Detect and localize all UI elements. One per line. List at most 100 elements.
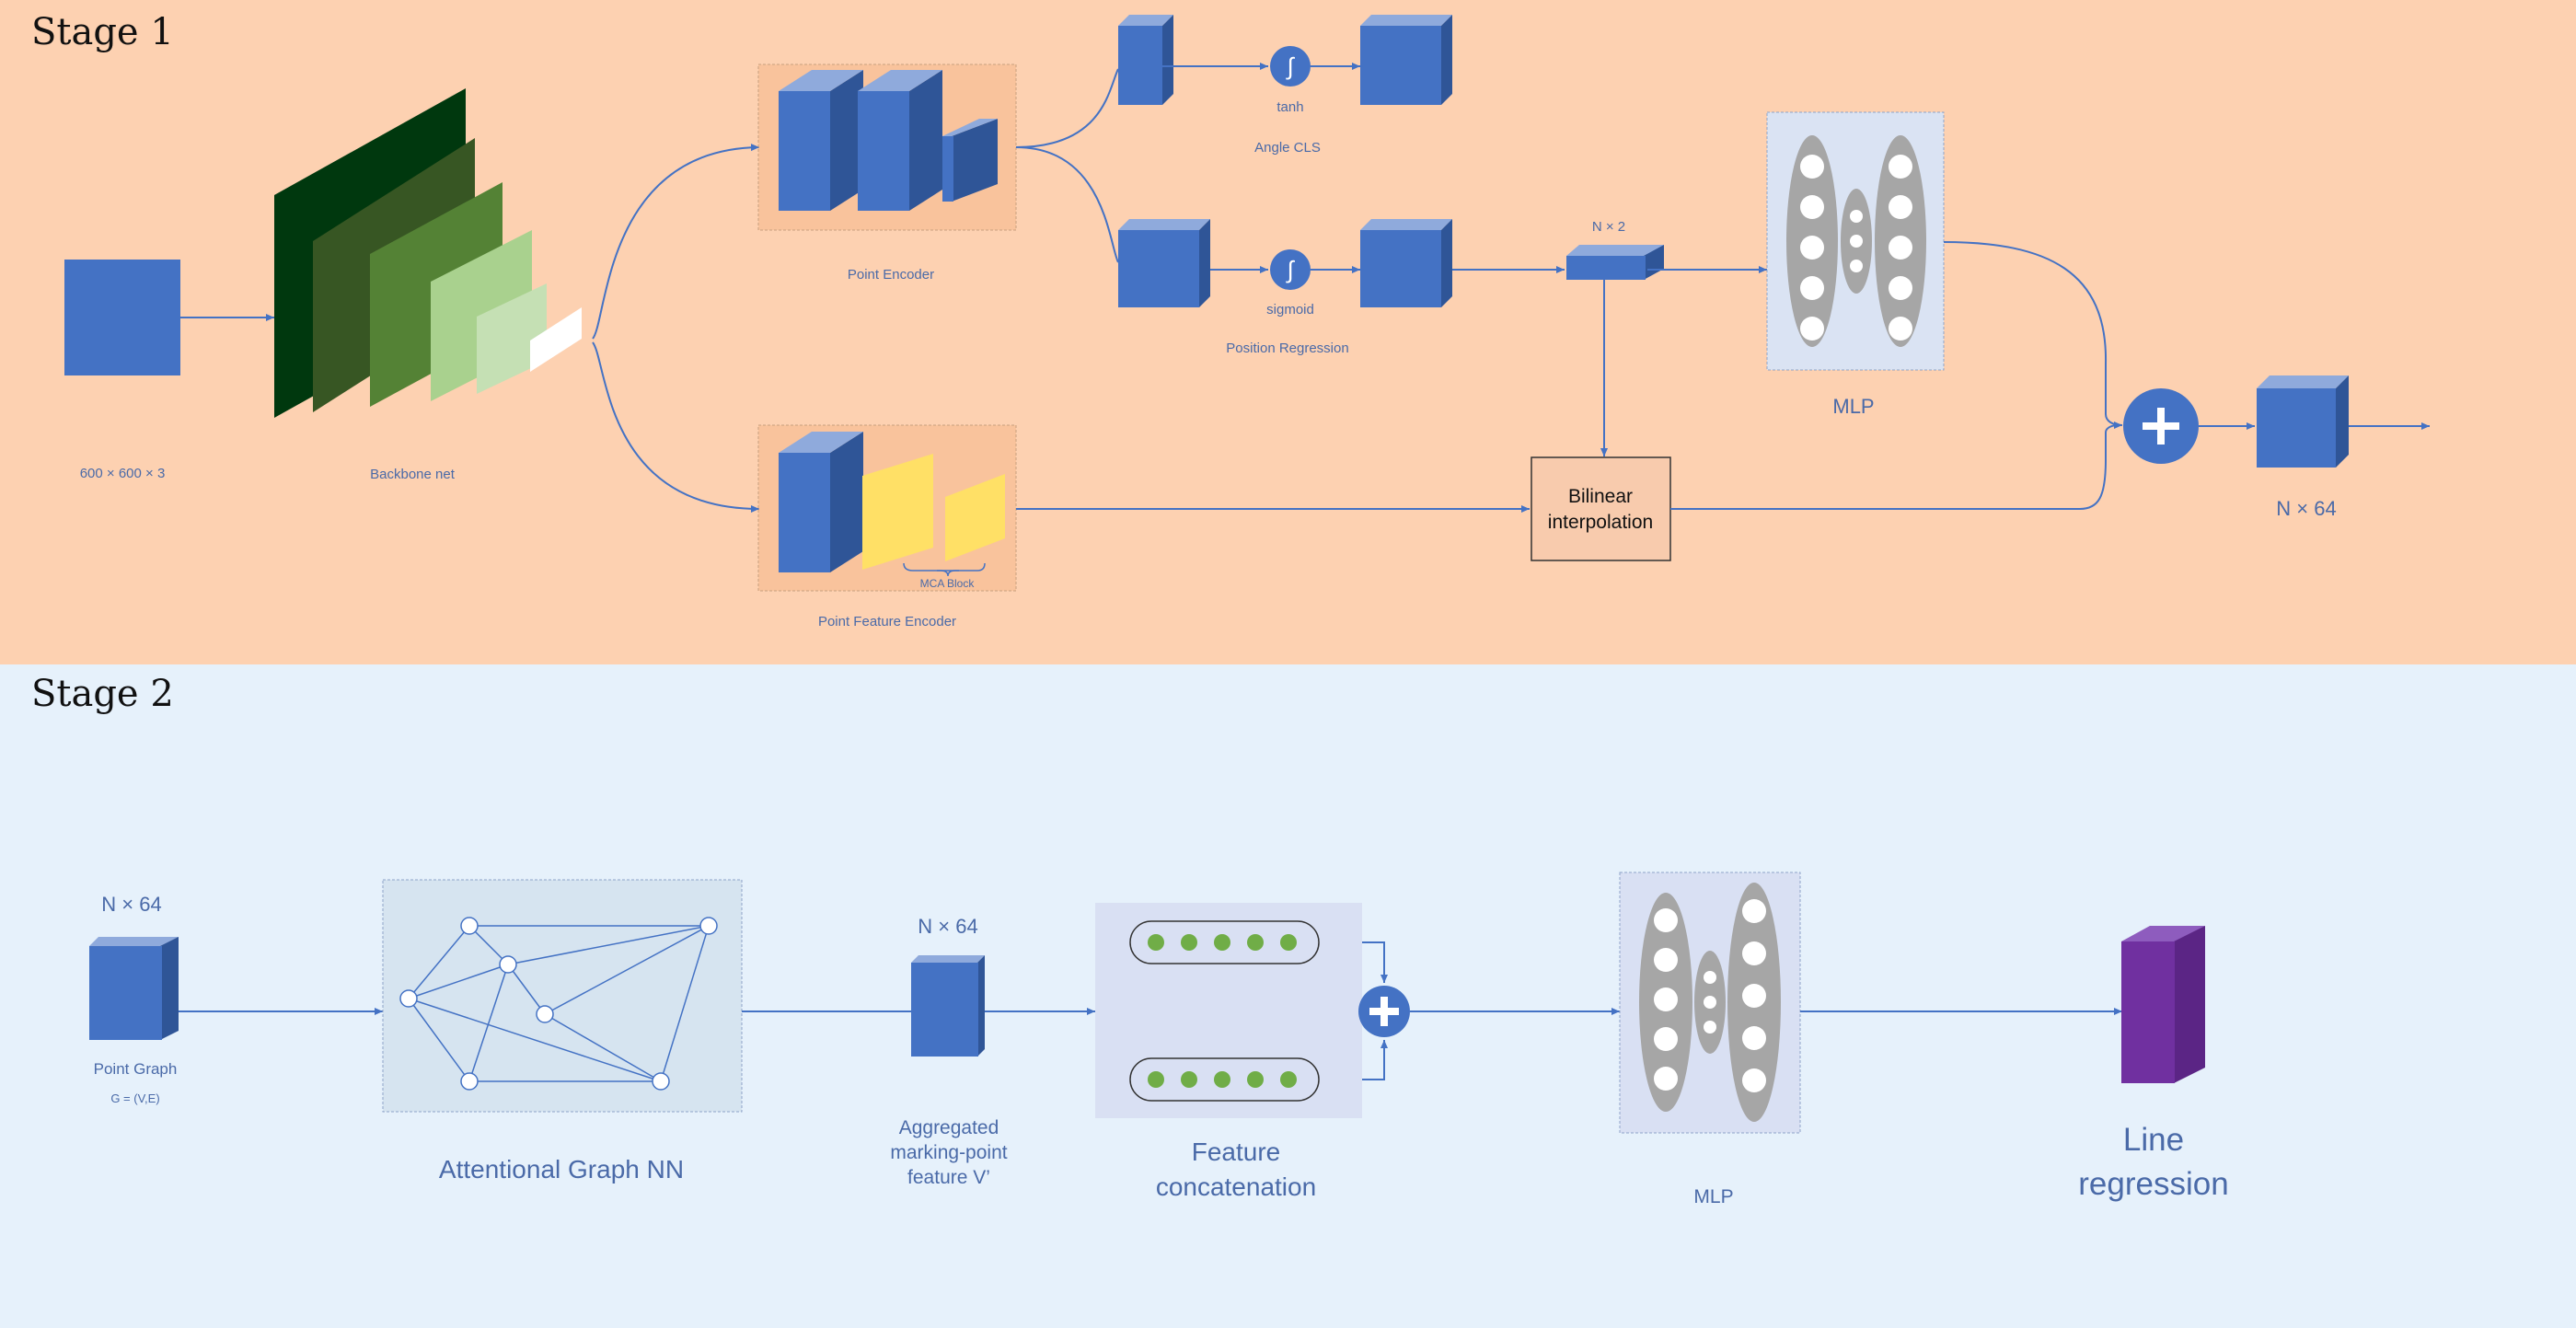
- feature-vector-top: [1129, 920, 1320, 964]
- feature-dot: [1247, 1071, 1264, 1088]
- mlp2-node: [1704, 971, 1716, 984]
- encoder-to-position-branch: [1015, 146, 1119, 263]
- pfe-block-1-front: [779, 453, 830, 572]
- point-graph-cube: [89, 937, 179, 1040]
- line-regression-side: [2174, 926, 2205, 1083]
- input-size-label: 600 × 600 × 3: [80, 466, 166, 481]
- sigmoid-activation-icon: [1270, 249, 1311, 290]
- feature-dot: [1247, 934, 1264, 951]
- bilinear-interpolation: Bilinear interpolation: [1531, 456, 1671, 561]
- graph-edge: [507, 964, 546, 1015]
- angle-output-cube-side: [1441, 15, 1452, 105]
- mlp2-node: [1704, 1021, 1716, 1034]
- angle-input-cube: [1118, 26, 1162, 105]
- graph-edge: [468, 964, 509, 1082]
- mlp1-node: [1800, 155, 1824, 179]
- stage2-title: Stage 2: [31, 673, 174, 715]
- mca-block-2: [945, 474, 1005, 561]
- mlp1-node: [1889, 317, 1912, 341]
- feature-dot: [1214, 934, 1230, 951]
- point-encoder-block-2-front: [858, 91, 909, 211]
- n2-tensor-side: [1644, 245, 1664, 280]
- graph-node: [536, 1005, 554, 1023]
- feature-dot: [1148, 1071, 1164, 1088]
- backbone-layer-5: [477, 283, 547, 394]
- point-encoder-block-1-front: [779, 91, 830, 211]
- mlp2-node: [1742, 984, 1766, 1008]
- angle-input-cube-top: [1118, 15, 1173, 26]
- aggregated-feature-block: [911, 955, 985, 1057]
- feature-dot: [1214, 1071, 1230, 1088]
- stage1-output-cube-top: [2257, 375, 2349, 388]
- position-input-cube-top: [1118, 219, 1210, 230]
- mlp-to-sum-arrow: [1943, 241, 2123, 429]
- graph-node: [399, 989, 418, 1008]
- feature-dot: [1181, 934, 1197, 951]
- stage1-mlp: [1766, 111, 1945, 371]
- point-encoder-label: Point Encoder: [848, 267, 934, 283]
- graph-node: [699, 917, 718, 935]
- mlp1-node: [1800, 236, 1824, 260]
- tanh-activation-icon: [1270, 46, 1311, 87]
- feature-concat-box: [1095, 903, 1362, 1118]
- n2-tensor-front: [1566, 256, 1646, 280]
- position-regression-label: Position Regression: [1226, 341, 1348, 356]
- mca-block-brace: [903, 562, 986, 577]
- line-regression-front: [2121, 941, 2175, 1083]
- point-graph-cube-top: [89, 937, 179, 946]
- stage2-mlp: [1619, 872, 1801, 1134]
- n2-tensor-top: [1566, 245, 1664, 256]
- backbone-net: [274, 88, 582, 418]
- mlp2-node: [1654, 987, 1678, 1011]
- stage1-title: Stage 1: [31, 11, 174, 53]
- bilinear-label-line1: Bilinear: [1568, 486, 1633, 507]
- point-encoder-block-3-side: [952, 119, 998, 202]
- mlp2-node: [1654, 948, 1678, 972]
- stage1-output-cube-side: [2336, 375, 2349, 468]
- point-feature-encoder: [757, 424, 1017, 592]
- point-graph-cube-front: [89, 946, 162, 1040]
- pfe-block-1-side: [830, 432, 863, 572]
- graph-edge: [507, 925, 710, 965]
- input-image-block: [64, 260, 180, 375]
- angle-output-cube: [1360, 26, 1441, 105]
- position-output-cube-side: [1441, 219, 1452, 307]
- attentional-graph-nn: [382, 879, 743, 1113]
- mlp2-node: [1654, 908, 1678, 932]
- point-encoder-block-3-top: [942, 119, 998, 136]
- mlp1-node: [1800, 317, 1824, 341]
- angle-output-cube-top: [1360, 15, 1452, 26]
- bilinear-to-sum-arrow: [1670, 424, 2120, 510]
- stage1-output-cube-front: [2257, 388, 2336, 468]
- line-regression-label-line2: regression: [2078, 1166, 2228, 1202]
- bilinear-interpolation-box: [1531, 456, 1671, 561]
- mlp2-node: [1704, 996, 1716, 1009]
- add-icon-v: [2157, 408, 2165, 445]
- angle-cls-label: Angle CLS: [1254, 140, 1321, 156]
- point-encoder-block-1-side: [830, 70, 863, 211]
- mlp1-node: [1800, 195, 1824, 219]
- integral-glyph-tanh: ∫: [1285, 52, 1295, 80]
- aggregated-block-side: [977, 955, 985, 1057]
- stage1-sum-node: [2123, 388, 2199, 464]
- graph-edge: [408, 998, 662, 1082]
- feature-dot: [1181, 1071, 1197, 1088]
- tanh-label: tanh: [1276, 99, 1303, 115]
- graph-node: [652, 1072, 670, 1091]
- feature-dot: [1148, 934, 1164, 951]
- angle-input-cube-side: [1162, 15, 1173, 105]
- aggregated-label-line2: marking-point: [890, 1142, 1007, 1163]
- attentional-gnn-label: Attentional Graph NN: [439, 1155, 684, 1184]
- feature-concat-label-line2: concatenation: [1156, 1172, 1316, 1201]
- feature-concatenation: [1095, 903, 1410, 1118]
- graph-edge: [408, 998, 470, 1082]
- position-output-cube-top: [1360, 219, 1452, 230]
- graph-definition-label: G = (V,E): [110, 1091, 159, 1105]
- mlp2-nodes: [1654, 899, 1766, 1092]
- stage1-mlp-label: MLP: [1832, 395, 1874, 418]
- mlp1-node: [1889, 155, 1912, 179]
- line-regression-label-line1: Line: [2123, 1122, 2184, 1158]
- backbone-to-point-encoder-arrow: [592, 144, 760, 340]
- mlp1-node: [1889, 236, 1912, 260]
